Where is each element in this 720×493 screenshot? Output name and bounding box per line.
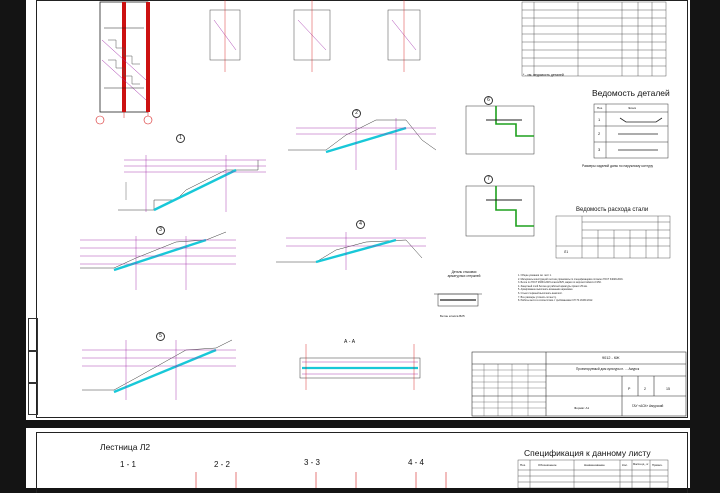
steel-table-row-label: Л1 xyxy=(564,250,569,254)
spec-header: Наименование xyxy=(584,463,605,467)
parts-table-row: 3 xyxy=(598,147,601,152)
section-2-label: 2 - 2 xyxy=(214,460,231,469)
note-line: 5. Армирование выполнять вязаными каркас… xyxy=(518,288,574,292)
specification-table xyxy=(521,1,667,77)
drawing-sheet-2: Лестница Л2 1 - 1 2 - 2 3 - 3 4 - 4 Спец… xyxy=(26,428,690,493)
stage-value: Р xyxy=(628,387,631,391)
parts-table-title: Ведомость деталей xyxy=(592,88,670,98)
stair-detail-4 xyxy=(276,232,426,270)
project-name: Проектируемый дом культуры п. ... Амурск xyxy=(576,367,640,371)
parts-table-header: Эскиз xyxy=(628,106,637,110)
stair-detail-1 xyxy=(118,155,266,212)
spec-header: Масса ед., кг xyxy=(633,463,649,466)
callout-2: 2 xyxy=(352,109,361,118)
note-line: 6. Стыки стержней выполнять внахлёст. xyxy=(518,292,563,295)
sheet-frame xyxy=(36,432,688,493)
axis-bubble xyxy=(95,115,105,125)
drawing-sheet-1: 1 2 3 4 5 6 7 А - А Деталь стыковки арма… xyxy=(26,0,690,420)
stair-detail-5 xyxy=(82,339,236,400)
drawing-code: 9012 - КЖ xyxy=(602,356,620,360)
note-line: 2. Материалы конструкций лестниц принима… xyxy=(518,277,624,281)
sheet-format: Формат А1 xyxy=(574,406,590,410)
steel-table xyxy=(555,215,671,259)
detail-note: Бетон класса В25 xyxy=(440,314,465,318)
sheet-count: 15 xyxy=(666,387,670,391)
node-detail-1 xyxy=(465,105,535,155)
note-line: 3. Бетон по ГОСТ 26633-2015 класса В25, … xyxy=(518,281,602,285)
side-stamp-divider xyxy=(28,350,38,352)
section-4-label: 4 - 4 xyxy=(408,458,425,467)
axis-bubble xyxy=(143,115,153,125)
sheet2-linework xyxy=(195,459,669,488)
note-line: 4. Защитный слой бетона до рабочей армат… xyxy=(518,284,588,288)
note-line: 7. Все размеры уточнять по месту. xyxy=(518,295,557,299)
side-stamp-divider xyxy=(28,382,38,384)
stair-drawings xyxy=(80,0,687,417)
rebar-splice-detail xyxy=(434,293,482,307)
callout-7: 7 xyxy=(484,175,493,184)
callout-6: 6 xyxy=(484,96,493,105)
spec-header: Обозначение xyxy=(538,463,557,467)
side-stamp xyxy=(28,318,38,415)
detail-caption: Деталь стыковки арматурных стержней xyxy=(447,270,481,278)
node-detail-2 xyxy=(465,185,535,237)
section-3-label: 3 - 3 xyxy=(304,458,321,467)
sheet-frame xyxy=(36,0,688,418)
spec-header: Кол. xyxy=(622,463,628,467)
stair-plan-1 xyxy=(99,1,150,118)
stair-title: Лестница Л2 xyxy=(100,442,151,452)
sheet-number: 2 xyxy=(644,387,646,391)
spec-title: Спецификация к данному листу xyxy=(524,448,651,458)
spec-header: Поз. xyxy=(520,463,526,467)
parts-table-header: Поз. xyxy=(597,106,603,110)
parts-table-row: 1 xyxy=(598,117,601,122)
steel-table-title: Ведомость расхода стали xyxy=(576,207,649,213)
spec-footnote: * - см. ведомость деталей xyxy=(523,73,564,77)
parts-table xyxy=(593,103,669,159)
section-1-label: 1 - 1 xyxy=(120,460,137,469)
organization: ГАУ «АСК» Амурский xyxy=(632,404,664,408)
section-label: А - А xyxy=(344,339,356,345)
callout-1: 1 xyxy=(176,134,185,143)
stair-detail-2 xyxy=(288,118,437,170)
callout-4: 4 xyxy=(356,220,365,229)
callout-5: 5 xyxy=(156,332,165,341)
note-line: 8. Работы вести в соответствии с требова… xyxy=(518,299,593,303)
parts-table-row: 2 xyxy=(598,131,601,136)
section-a-a xyxy=(299,344,421,390)
note-line: 1. Общие указания см. лист 1. xyxy=(518,274,552,277)
callout-3: 3 xyxy=(156,226,165,235)
stair-detail-3 xyxy=(80,231,236,290)
spec-header: Примеч. xyxy=(652,463,663,467)
title-block xyxy=(471,351,687,417)
parts-table-note: Размеры изделий даны по наружному контур… xyxy=(582,164,654,168)
section-thumbnails xyxy=(209,0,421,72)
